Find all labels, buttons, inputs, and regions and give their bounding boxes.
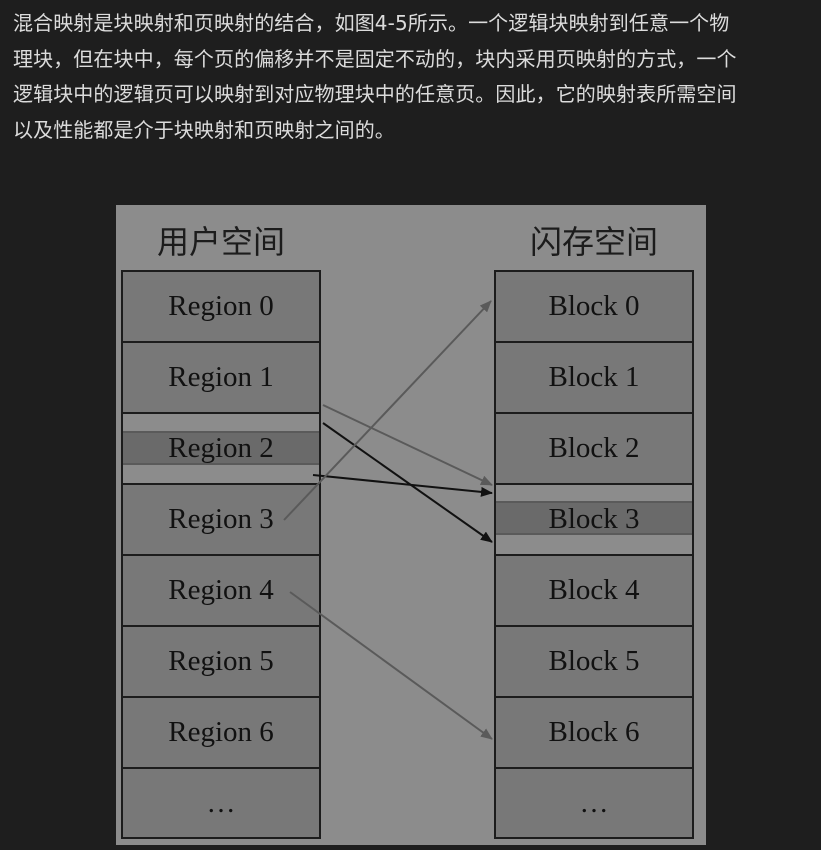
block-cell: Block 4 <box>496 556 692 627</box>
user-space-title: 用户空间 <box>156 223 285 261</box>
user-space-column: Region 0 Region 1 Region 2 Region 3 Regi… <box>121 270 321 839</box>
block-label: Block 4 <box>548 574 640 606</box>
region-cell: Region 4 <box>123 556 319 627</box>
hybrid-mapping-figure: 用户空间 闪存空间 Region 0 Region 1 Region 2 Reg… <box>116 205 706 845</box>
region-cell: … <box>123 769 319 837</box>
region-cell: Region 5 <box>123 627 319 698</box>
region-label: Region 4 <box>168 574 274 606</box>
region-cell: Region 2 <box>123 414 319 485</box>
block-label: Block 3 <box>548 503 640 535</box>
region-label: Region 3 <box>168 503 274 535</box>
arrow-region1-to-block3-gray <box>322 404 493 486</box>
block-cell: Block 0 <box>496 272 692 343</box>
region-label: Region 6 <box>168 716 274 748</box>
block-cell: Block 1 <box>496 343 692 414</box>
block-cell: Block 6 <box>496 698 692 769</box>
region-cell: Region 6 <box>123 698 319 769</box>
region-label: Region 5 <box>168 645 274 677</box>
block-page-stripe <box>496 501 692 535</box>
region-label: Region 1 <box>168 361 274 393</box>
paragraph-line: 以及性能都是介于块映射和页映射之间的。 <box>13 117 395 142</box>
block-label: … <box>579 786 609 819</box>
block-label: Block 0 <box>548 290 640 322</box>
block-cell: Block 3 <box>496 485 692 556</box>
arrow-region2-to-block3-black <box>312 474 493 497</box>
region-cell: Region 3 <box>123 485 319 556</box>
region-cell: Region 0 <box>123 272 319 343</box>
block-label: Block 1 <box>548 361 640 393</box>
arrow-region1-to-block3-black <box>322 422 493 543</box>
block-label: Block 5 <box>548 645 640 677</box>
paragraph-line: 理块，但在块中，每个页的偏移并不是固定不动的，块内采用页映射的方式，一个 <box>13 46 737 71</box>
flash-space-title: 闪存空间 <box>529 223 658 261</box>
block-label: Block 2 <box>548 432 640 464</box>
region-label: Region 2 <box>168 432 274 464</box>
region-label: … <box>206 786 236 819</box>
block-cell: Block 2 <box>496 414 692 485</box>
description-paragraph: 混合映射是块映射和页映射的结合，如图4-5所示。一个逻辑块映射到任意一个物 理块… <box>13 6 813 148</box>
paragraph-line: 混合映射是块映射和页映射的结合，如图4-5所示。一个逻辑块映射到任意一个物 <box>13 11 730 35</box>
block-cell: Block 5 <box>496 627 692 698</box>
flash-space-column: Block 0 Block 1 Block 2 Block 3 Block 4 … <box>494 270 694 839</box>
region-cell: Region 1 <box>123 343 319 414</box>
block-cell: … <box>496 769 692 837</box>
block-label: Block 6 <box>548 716 640 748</box>
paragraph-line: 逻辑块中的逻辑页可以映射到对应物理块中的任意页。因此，它的映射表所需空间 <box>13 82 737 106</box>
region-label: Region 0 <box>168 290 274 322</box>
